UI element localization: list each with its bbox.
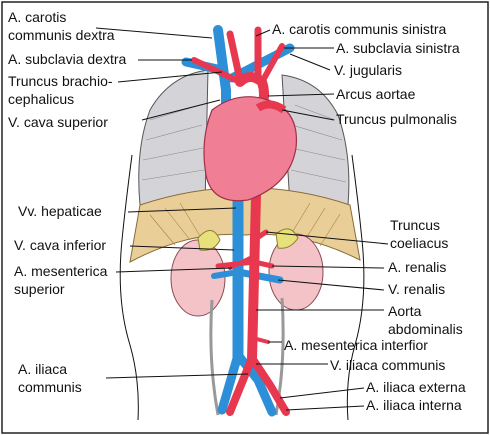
label-a-iliaca-externa: A. iliaca externa: [366, 379, 466, 395]
label-a-renalis: A. renalis: [388, 259, 446, 275]
label-aorta-abdominalis-1: Aorta: [388, 303, 422, 319]
label-a-iliaca-communis-2: communis: [18, 379, 82, 395]
label-a-carotis-dextra-1: A. carotis: [8, 9, 66, 25]
label-vv-hepaticae: Vv. hepaticae: [18, 203, 102, 219]
label-a-iliaca-interna: A. iliaca interna: [366, 397, 462, 413]
label-a-carotis-dextra-2: communis dextra: [8, 27, 115, 43]
label-arcus-aortae: Arcus aortae: [336, 86, 416, 102]
label-a-mesenterica-superior-2: superior: [14, 281, 65, 297]
label-a-subclavia-dextra: A. subclavia dextra: [8, 51, 126, 67]
label-v-cava-inferior: V. cava inferior: [14, 237, 106, 253]
label-truncus-coeliacus-2: coeliacus: [390, 235, 448, 251]
label-a-mesenterica-superior-1: A. mesenterica: [14, 263, 108, 279]
vena-renalis-dextra: [214, 272, 238, 276]
label-a-iliaca-communis-1: A. iliaca: [18, 361, 67, 377]
label-truncus-coeliacus-1: Truncus: [390, 217, 440, 233]
label-v-iliaca-communis: V. iliaca communis: [330, 357, 445, 373]
label-a-mesenterica-inferior: A. mesenterica interfior: [284, 337, 428, 353]
label-v-renalis: V. renalis: [388, 281, 445, 297]
label-a-subclavia-sinistra: A. subclavia sinistra: [336, 40, 460, 56]
kidney-left: [269, 234, 323, 310]
label-aorta-abdominalis-2: abdominalis: [388, 321, 463, 337]
label-truncus-pulmonalis: Truncus pulmonalis: [336, 111, 457, 127]
aorta-abdominalis-path: [252, 195, 256, 360]
label-truncus-brachiocephalicus-1: Truncus brachio-: [8, 73, 113, 89]
label-v-cava-superior: V. cava superior: [8, 114, 108, 130]
label-truncus-brachiocephalicus-2: cephalicus: [8, 91, 74, 107]
label-v-jugularis: V. jugularis: [334, 62, 402, 78]
label-a-carotis-sinistra: A. carotis communis sinistra: [272, 21, 446, 37]
